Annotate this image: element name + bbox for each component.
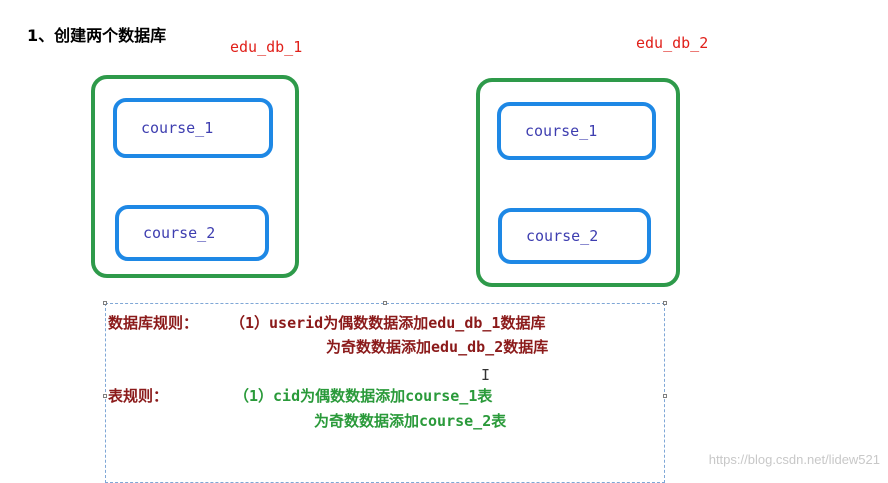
- table-rule-line-1: （1）cid为偶数数据添加course_1表: [234, 387, 493, 405]
- db-label-edu-db-1: edu_db_1: [230, 38, 303, 56]
- page-heading: 1、创建两个数据库: [27, 26, 167, 45]
- table-box-db2-course-1: course_1: [497, 102, 656, 160]
- resize-handle[interactable]: [663, 394, 667, 398]
- table-rule-line-2: 为奇数数据添加course_2表: [314, 412, 507, 430]
- table-label: course_1: [141, 119, 214, 137]
- resize-handle[interactable]: [103, 301, 107, 305]
- text-cursor-icon: I: [481, 366, 491, 384]
- database-box-edu-db-1: [91, 75, 299, 278]
- table-label: course_2: [526, 227, 599, 245]
- resize-handle[interactable]: [663, 301, 667, 305]
- resize-handle[interactable]: [103, 394, 107, 398]
- db-label-edu-db-2: edu_db_2: [636, 34, 709, 52]
- watermark: https://blog.csdn.net/lidew521: [708, 452, 880, 467]
- table-box-db1-course-1: course_1: [113, 98, 273, 158]
- table-box-db1-course-2: course_2: [115, 205, 269, 261]
- table-label: course_1: [525, 122, 598, 140]
- table-label: course_2: [143, 224, 216, 242]
- table-box-db2-course-2: course_2: [498, 208, 651, 264]
- resize-handle[interactable]: [383, 301, 387, 305]
- table-rule-label: 表规则：: [108, 387, 169, 405]
- database-box-edu-db-2: [476, 78, 680, 287]
- db-rule-line-1: （1）userid为偶数数据添加edu_db_1数据库: [230, 314, 546, 332]
- db-rule-label: 数据库规则：: [108, 314, 199, 332]
- db-rule-line-2: 为奇数数据添加edu_db_2数据库: [326, 338, 549, 356]
